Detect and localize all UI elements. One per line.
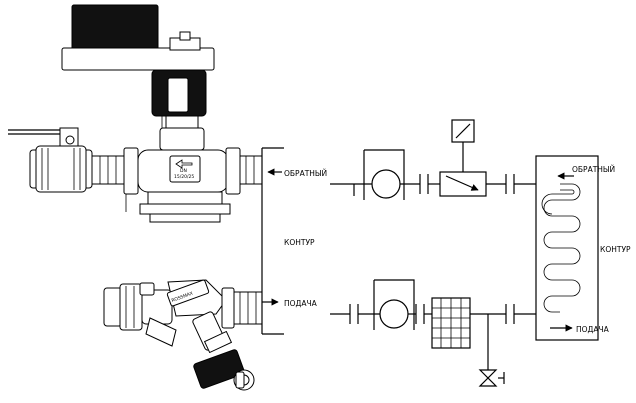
left-circuit-label: КОНТУР — [284, 238, 315, 247]
right-return-label: ОБРАТНЫЙ — [572, 165, 615, 174]
right-circuit-label: КОНТУР — [600, 245, 631, 254]
actuator — [61, 4, 215, 128]
left-return-label: ОБРАТНЫЙ — [284, 169, 327, 178]
heating-coil — [535, 155, 599, 341]
right-supply-label: ПОДАЧА — [576, 325, 610, 334]
valve-size-label: 15/20/25 — [174, 174, 194, 180]
left-circuit-bracket — [261, 147, 284, 335]
ball-valve — [8, 127, 93, 193]
return-pump-symbol — [353, 149, 405, 200]
valve-assembly-illustration: DN 15/20/25 ROSSMAX — [8, 4, 263, 391]
supply-pump-symbol — [373, 279, 415, 330]
valve-dn-label: DN — [180, 168, 187, 174]
strainer-symbol — [431, 297, 471, 349]
left-supply-label: ПОДАЧА — [284, 299, 318, 308]
drain-valve-symbol — [478, 314, 505, 387]
schematic-diagram — [330, 119, 599, 387]
balancing-valve: ROSSMAX — [139, 279, 255, 391]
control-valve-body: DN 15/20/25 — [123, 147, 241, 223]
motorized-valve-symbol — [439, 119, 487, 197]
